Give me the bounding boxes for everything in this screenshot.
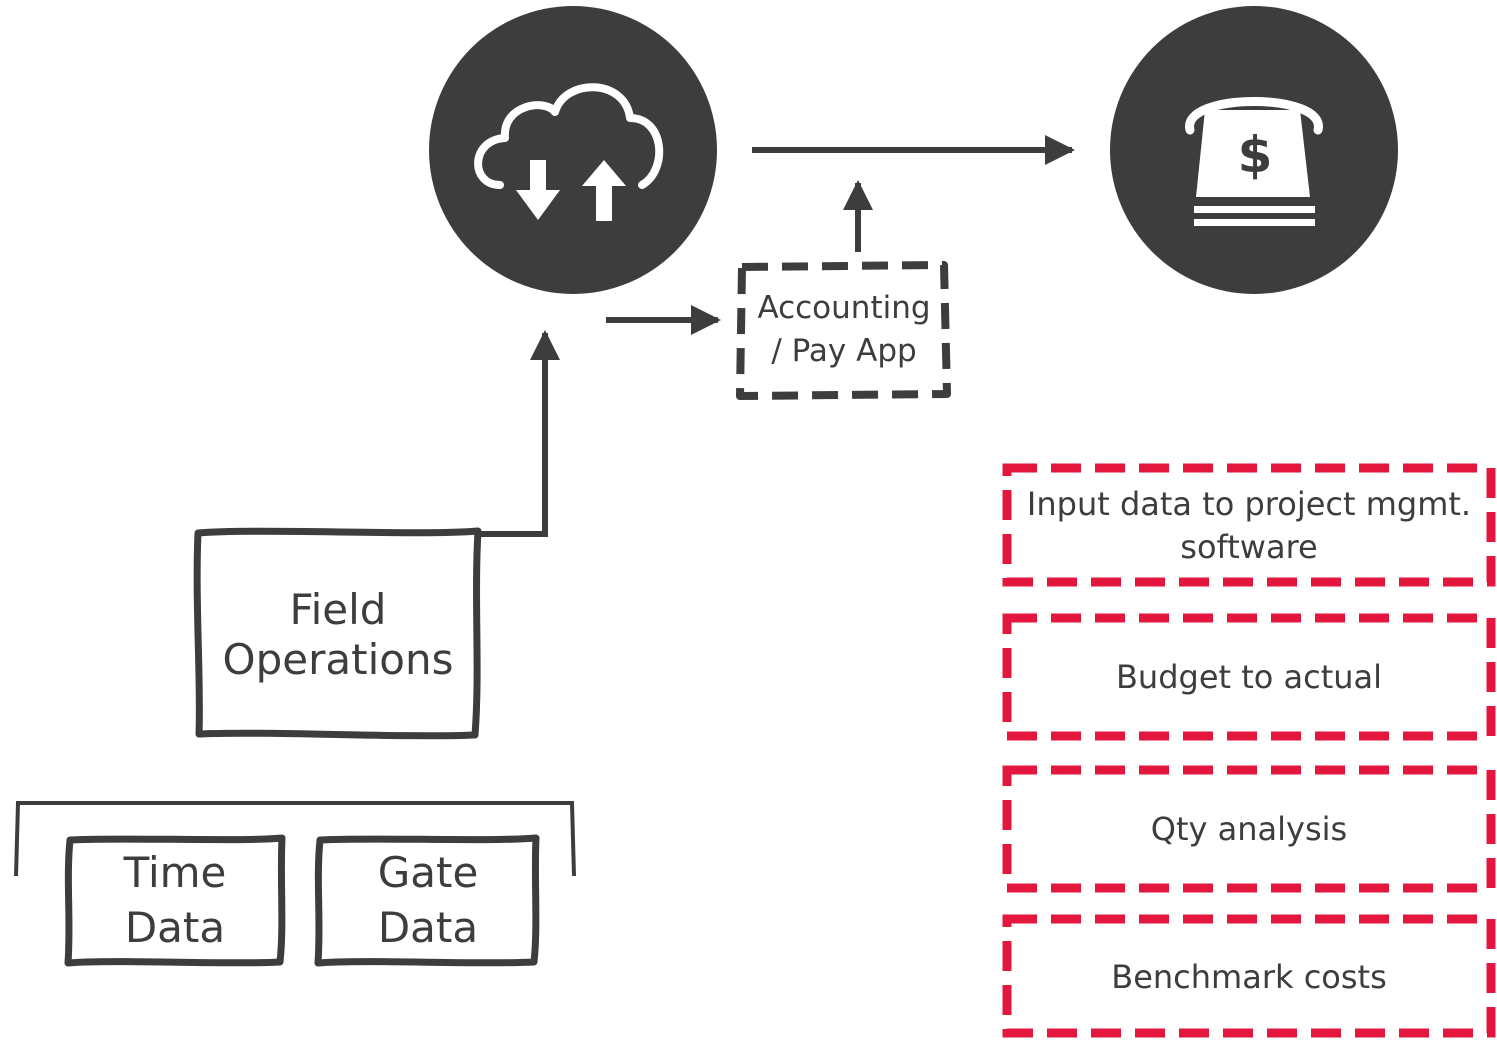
payment-node: $ <box>1110 6 1398 294</box>
cloud-sync-icon <box>474 83 664 221</box>
cash-payment-icon: $ <box>1185 97 1323 226</box>
output-box-4 <box>1002 914 1496 1038</box>
gate-data-box <box>314 834 540 967</box>
output-label-2: Budget to actual <box>1115 657 1383 696</box>
arrow-field-to-cloud <box>478 330 560 537</box>
output-box-1 <box>1002 463 1496 587</box>
time-data-box <box>64 834 286 967</box>
output-box-3 <box>1002 765 1496 893</box>
cloud-node <box>429 6 717 294</box>
time-data-label: Time Data <box>123 848 227 952</box>
output-box-2 <box>1002 613 1496 741</box>
output-label-3: Qty analysis <box>1150 809 1348 848</box>
currency-symbol: $ <box>1238 126 1273 184</box>
accounting-box <box>736 261 951 400</box>
output-label-4: Benchmark costs <box>1111 957 1387 996</box>
data-bracket <box>14 801 576 877</box>
accounting-label: Accounting / Pay App <box>757 289 931 369</box>
gate-data-label: Gate Data <box>377 848 479 952</box>
field-operations-label: Field Operations <box>222 584 454 684</box>
field-operations-box <box>193 527 482 740</box>
output-label-1: Input data to project mgmt. software <box>1026 484 1472 566</box>
